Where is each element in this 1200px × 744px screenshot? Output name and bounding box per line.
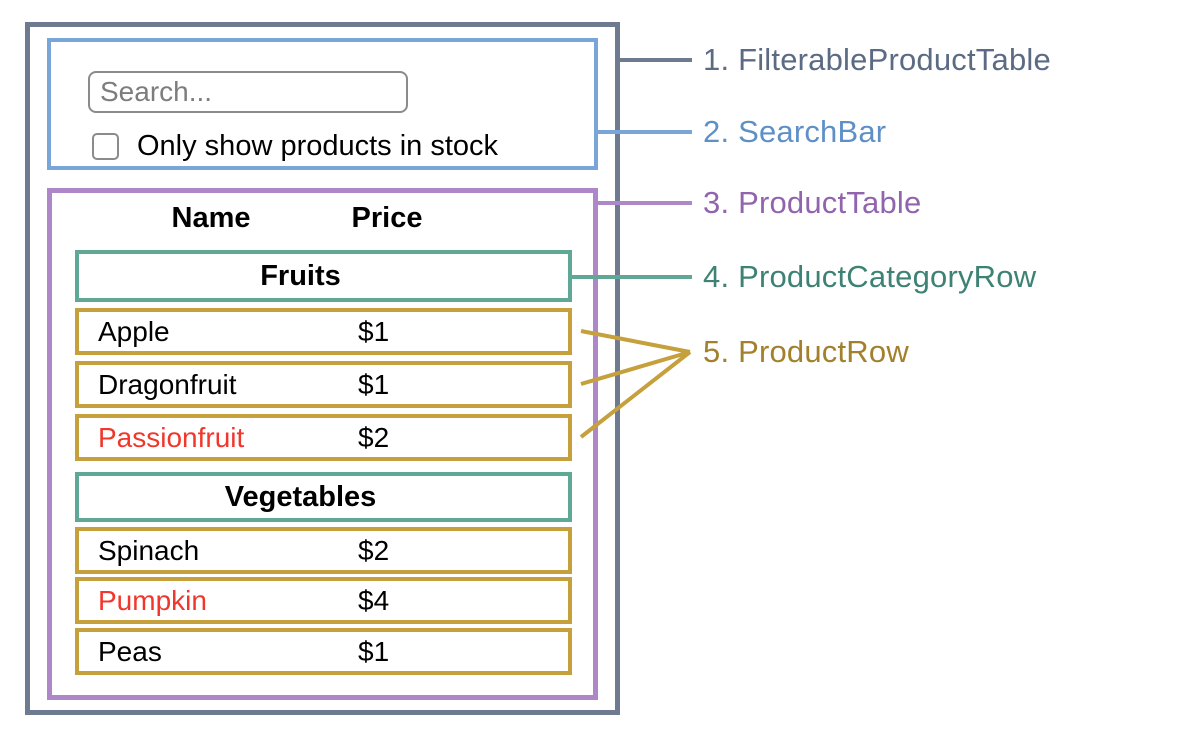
product-name-out-of-stock: Passionfruit — [98, 421, 245, 453]
legend-product-table: 3. ProductTable — [703, 185, 922, 220]
legend-product-category-row: 4. ProductCategoryRow — [703, 259, 1037, 294]
stock-filter-row: Only show products in stock — [92, 130, 498, 162]
product-price: $2 — [358, 534, 390, 566]
product-row-pumpkin: Pumpkin $4 — [75, 577, 572, 624]
legend-filterable-product-table: 1. FilterableProductTable — [703, 42, 1051, 77]
legend-search-bar: 2. SearchBar — [703, 114, 887, 149]
column-header-name: Name — [171, 202, 251, 234]
product-price: $1 — [358, 368, 390, 400]
product-row-peas: Peas $1 — [75, 628, 572, 675]
product-row-apple: Apple $1 — [75, 308, 572, 355]
legend-product-row: 5. ProductRow — [703, 334, 909, 369]
product-name: Spinach — [98, 534, 200, 566]
search-input[interactable] — [88, 71, 408, 113]
product-name: Dragonfruit — [98, 368, 237, 400]
product-name: Apple — [98, 315, 170, 347]
product-row-dragonfruit: Dragonfruit $1 — [75, 361, 572, 408]
search-bar-box — [47, 38, 598, 170]
product-price: $1 — [358, 635, 390, 667]
in-stock-checkbox-label[interactable]: Only show products in stock — [137, 129, 499, 162]
product-price: $2 — [358, 421, 390, 453]
in-stock-checkbox[interactable] — [92, 132, 119, 160]
product-table-box — [47, 188, 598, 700]
product-price: $4 — [358, 584, 390, 616]
product-name: Peas — [98, 635, 162, 667]
column-header-price: Price — [351, 202, 423, 234]
product-name-out-of-stock: Pumpkin — [98, 584, 207, 616]
product-price: $1 — [358, 315, 390, 347]
product-row-spinach: Spinach $2 — [75, 527, 572, 574]
category-row-fruits: Fruits — [75, 250, 572, 302]
category-row-vegetables: Vegetables — [75, 472, 572, 522]
product-row-passionfruit: Passionfruit $2 — [75, 414, 572, 461]
